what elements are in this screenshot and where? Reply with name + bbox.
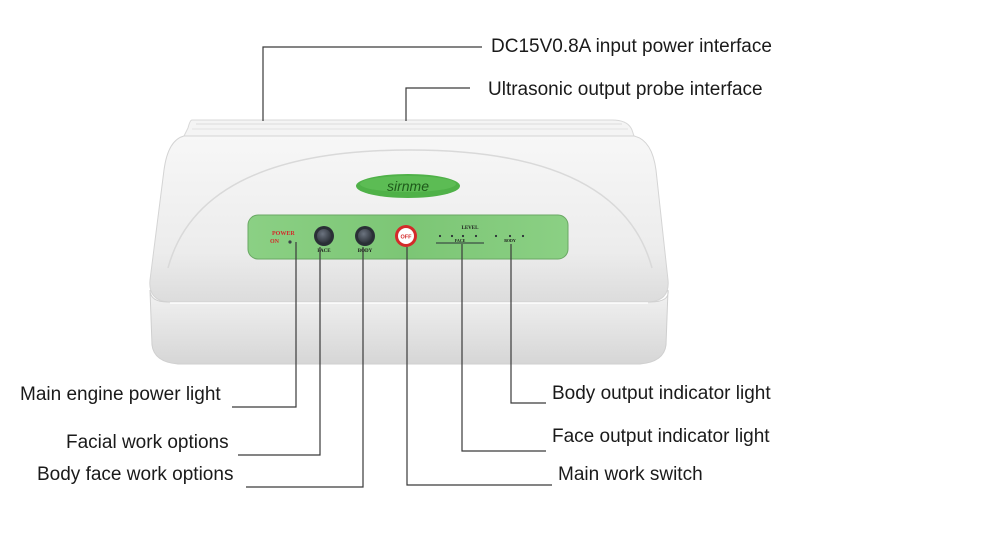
on-label: ON (270, 239, 280, 245)
leader-dc-input (262, 46, 482, 121)
svg-text:sirnme: sirnme (387, 178, 429, 194)
panel-face-label: FACE (455, 238, 466, 243)
level-label: LEVEL (462, 226, 480, 231)
callout-face-indicator: Face output indicator light (552, 426, 770, 447)
leader-ultrasonic (405, 87, 470, 121)
leader-facial-options (238, 247, 321, 456)
power-label: POWER (272, 231, 295, 237)
leader-lines (232, 46, 552, 488)
leader-face-indicator (461, 244, 546, 452)
callout-body-face-options: Body face work options (37, 464, 234, 485)
face-button[interactable] (314, 226, 334, 246)
off-switch[interactable]: OFF (395, 225, 417, 247)
body-button-label: BODY (358, 249, 373, 254)
power-light (288, 240, 292, 244)
callout-body-indicator: Body output indicator light (552, 383, 771, 404)
control-panel: POWER ON FACE BODY OFF LEVEL FACE BODY (247, 214, 569, 260)
callout-dc-input: DC15V0.8A input power interface (491, 36, 772, 57)
face-button-label: FACE (317, 249, 331, 254)
level-dots-face (438, 234, 478, 238)
leader-main-switch (406, 247, 552, 486)
leader-power-light (232, 242, 297, 408)
body-button[interactable] (355, 226, 375, 246)
callout-ultrasonic: Ultrasonic output probe interface (488, 79, 763, 100)
panel-body-label: BODY (504, 238, 516, 243)
off-switch-label: OFF (401, 235, 413, 241)
level-dots-body (494, 234, 525, 238)
leader-body-indicator (510, 244, 546, 404)
leader-body-face-options (246, 247, 364, 488)
brand-logo: sirnme (356, 174, 460, 198)
callout-power-light: Main engine power light (20, 384, 221, 405)
callout-main-switch: Main work switch (558, 464, 703, 485)
callout-facial-options: Facial work options (66, 432, 229, 453)
